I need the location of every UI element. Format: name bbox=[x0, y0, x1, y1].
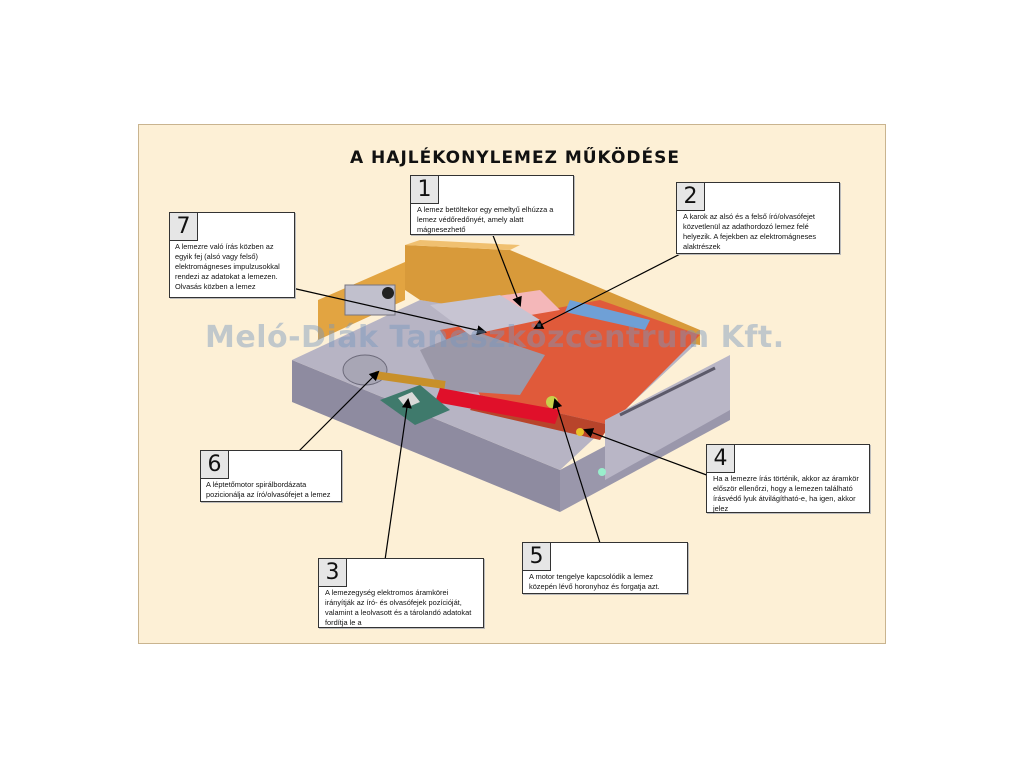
callout-text: A léptetőmotor spirálbordázata pozicioná… bbox=[206, 480, 331, 499]
callout-4: 4 Ha a lemezre írás történik, akkor az á… bbox=[706, 444, 870, 513]
back-wall-top bbox=[405, 240, 520, 250]
leader-3 bbox=[384, 398, 412, 561]
callout-text: A motor tengelye kapcsolódik a lemez köz… bbox=[529, 572, 660, 591]
red-rail bbox=[435, 388, 560, 424]
diagram-title: A HAJLÉKONYLEMEZ MŰKÖDÉSE bbox=[349, 148, 680, 168]
callout-text: A lemez betöltekor egy emeltyű elhúzza a… bbox=[417, 205, 554, 234]
spindle bbox=[382, 287, 394, 299]
callout-text: A lemezre való írás közben az egyik fej … bbox=[175, 242, 280, 291]
callout-number: 3 bbox=[319, 559, 347, 587]
leader-6 bbox=[294, 370, 380, 456]
callout-text: A lemezegység elektromos áramkörei irány… bbox=[325, 588, 472, 627]
head-carriage bbox=[420, 330, 545, 395]
callout-5: 5 A motor tengelye kapcsolódik a lemez k… bbox=[522, 542, 688, 594]
callout-7: 7 A lemezre való írás közben az egyik fe… bbox=[169, 212, 295, 298]
callout-3: 3 A lemezegység elektromos áramkörei irá… bbox=[318, 558, 484, 628]
led bbox=[598, 468, 606, 476]
drive-base bbox=[292, 360, 560, 512]
spiral-screw bbox=[374, 371, 446, 389]
callout-6: 6 A léptetőmotor spirálbordázata pozicio… bbox=[200, 450, 342, 502]
leader-2 bbox=[533, 249, 689, 329]
watermark: Meló-Diák Taneszközcentrum Kft. bbox=[205, 320, 785, 355]
callout-number: 2 bbox=[677, 183, 705, 211]
blue-strip bbox=[565, 300, 650, 330]
stepper-motor bbox=[342, 354, 388, 386]
callout-number: 4 bbox=[707, 445, 735, 473]
leader-5 bbox=[552, 398, 601, 544]
sensor bbox=[576, 428, 584, 436]
callout-number: 6 bbox=[201, 451, 229, 479]
leader-4 bbox=[583, 428, 713, 478]
callout-2: 2 A karok az alsó és a felső író/olvasóf… bbox=[676, 182, 840, 254]
callout-text: A karok az alsó és a felső író/olvasófej… bbox=[683, 212, 817, 251]
bezel-slot bbox=[619, 366, 716, 417]
leader-7 bbox=[291, 287, 487, 336]
callout-1: 1 A lemez betöltekor egy emeltyű elhúzza… bbox=[410, 175, 574, 235]
callout-number: 1 bbox=[411, 176, 439, 204]
callout-number: 7 bbox=[170, 213, 198, 241]
circuit-board bbox=[380, 385, 450, 425]
callout-text: Ha a lemezre írás történik, akkor az ára… bbox=[713, 474, 859, 513]
callout-number: 5 bbox=[523, 543, 551, 571]
